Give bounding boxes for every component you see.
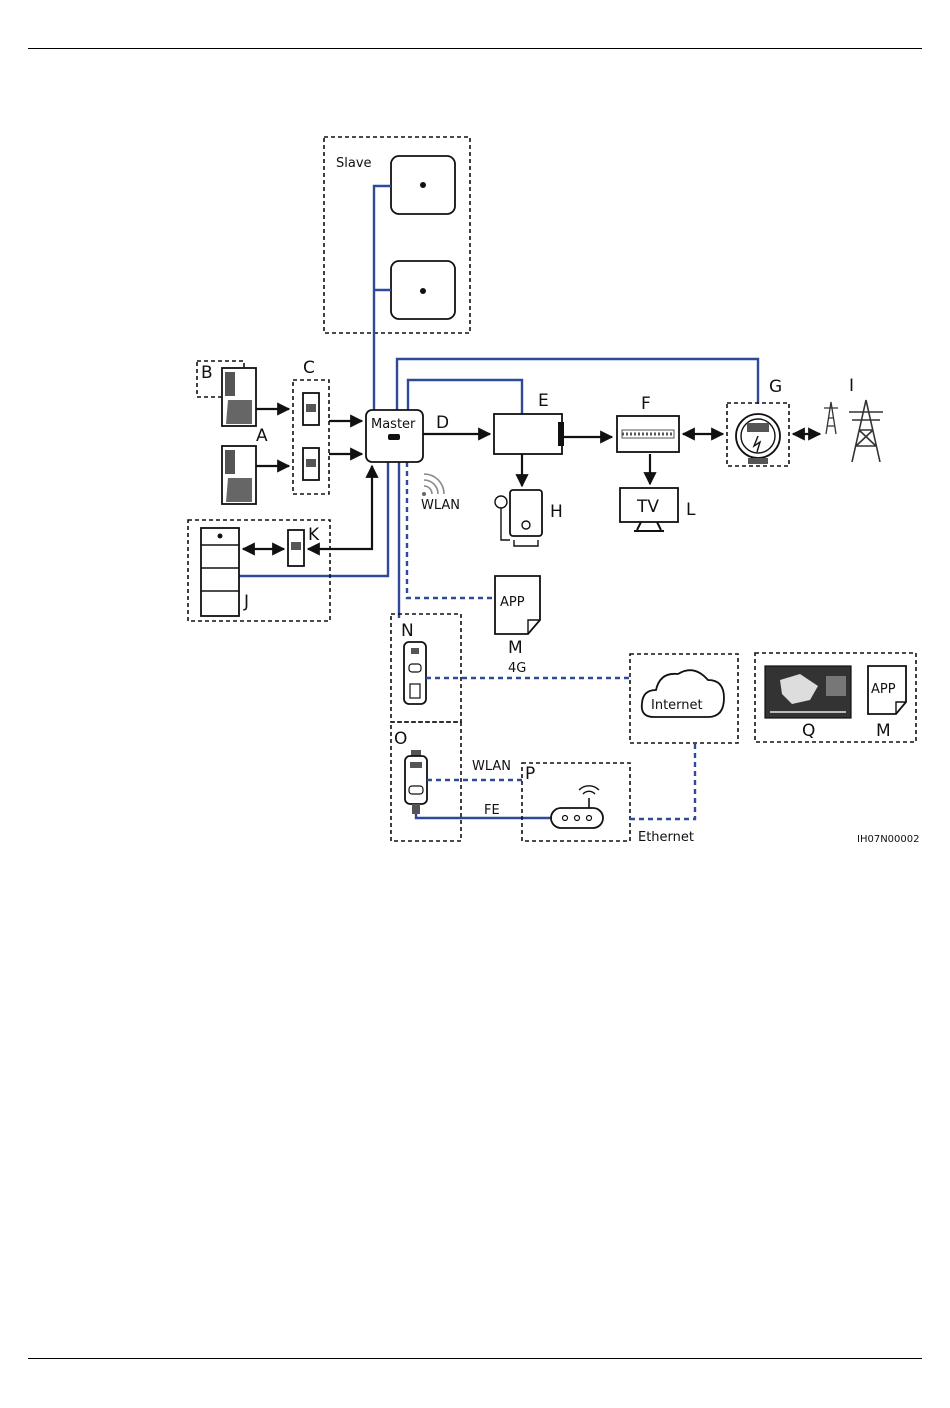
label-m: M	[508, 638, 523, 658]
label-j: J	[243, 592, 249, 612]
label-n: N	[401, 621, 414, 641]
router-icon	[551, 786, 603, 828]
dc-switch-1	[303, 393, 319, 425]
app2-label: APP	[871, 682, 896, 697]
label-f: F	[641, 394, 651, 414]
app-wlan-link	[407, 462, 495, 598]
figure-code: IH07N00002	[857, 834, 920, 845]
label-k: K	[308, 525, 320, 545]
label-c: C	[303, 358, 315, 378]
slave-inverter-2	[391, 261, 455, 319]
slave-comm-line	[374, 186, 391, 410]
label-h: H	[550, 502, 563, 522]
label-l: L	[686, 500, 696, 520]
dc-switch-2	[303, 448, 319, 480]
label-4g: 4G	[508, 661, 526, 676]
wlan-signal-icon	[422, 474, 444, 496]
label-i: I	[849, 376, 854, 396]
label-e: E	[538, 391, 549, 411]
label-m2: M	[876, 721, 891, 741]
pv-string-1	[222, 368, 256, 426]
label-g: G	[769, 377, 782, 397]
label-o: O	[394, 729, 407, 749]
fe-label: FE	[484, 803, 500, 818]
label-p: P	[525, 764, 535, 784]
master-label: Master	[371, 417, 416, 432]
app-label: APP	[500, 595, 525, 610]
monitoring-screen-q	[765, 666, 851, 718]
dongle-wlan-fe	[405, 750, 427, 814]
slave-label: Slave	[336, 156, 372, 171]
router-group-box	[522, 763, 630, 841]
ethernet-link	[630, 743, 695, 819]
pv-string-2	[222, 446, 256, 504]
label-a: A	[256, 426, 268, 446]
smart-meter-g	[736, 414, 780, 464]
distribution-box-f	[617, 416, 679, 452]
tv-label: TV	[636, 497, 659, 517]
slave-inverter-1	[391, 156, 455, 214]
ac-switch-e	[494, 414, 564, 454]
internet-label: Internet	[651, 698, 703, 713]
battery-stack	[201, 528, 239, 616]
label-q: Q	[802, 721, 815, 741]
e-comm-line	[408, 380, 522, 414]
wlan-dongle-label: WLAN	[472, 759, 511, 774]
label-d: D	[436, 413, 449, 433]
battery-switch	[288, 530, 304, 566]
dongle-4g	[404, 642, 426, 704]
meter-comm-line	[397, 359, 758, 410]
wlan-master-label: WLAN	[421, 498, 460, 513]
water-heater-h	[495, 490, 542, 546]
ethernet-label: Ethernet	[638, 830, 694, 845]
label-b: B	[201, 363, 213, 383]
grid-tower-i	[824, 400, 883, 462]
